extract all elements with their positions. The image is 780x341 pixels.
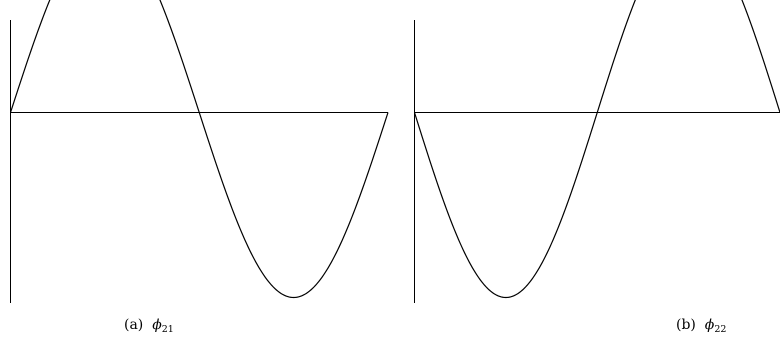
caption-a-subscript: 21 bbox=[161, 324, 174, 335]
caption-b-tag: (b) bbox=[676, 317, 696, 333]
curve-phi21 bbox=[9, 0, 389, 299]
caption-b: (b) ϕ22 bbox=[676, 316, 726, 339]
subfigure-a: (a) ϕ21 bbox=[9, 0, 389, 339]
plot-phi22 bbox=[413, 0, 780, 303]
plot-phi21 bbox=[9, 0, 389, 303]
caption-a: (a) ϕ21 bbox=[124, 316, 174, 339]
caption-b-symbol: ϕ bbox=[704, 317, 715, 333]
caption-a-tag: (a) bbox=[124, 317, 144, 333]
subfigure-b: (b) ϕ22 bbox=[400, 0, 780, 341]
caption-a-symbol: ϕ bbox=[152, 317, 162, 333]
caption-b-subscript: 22 bbox=[714, 324, 727, 335]
curve-phi22 bbox=[413, 0, 780, 299]
